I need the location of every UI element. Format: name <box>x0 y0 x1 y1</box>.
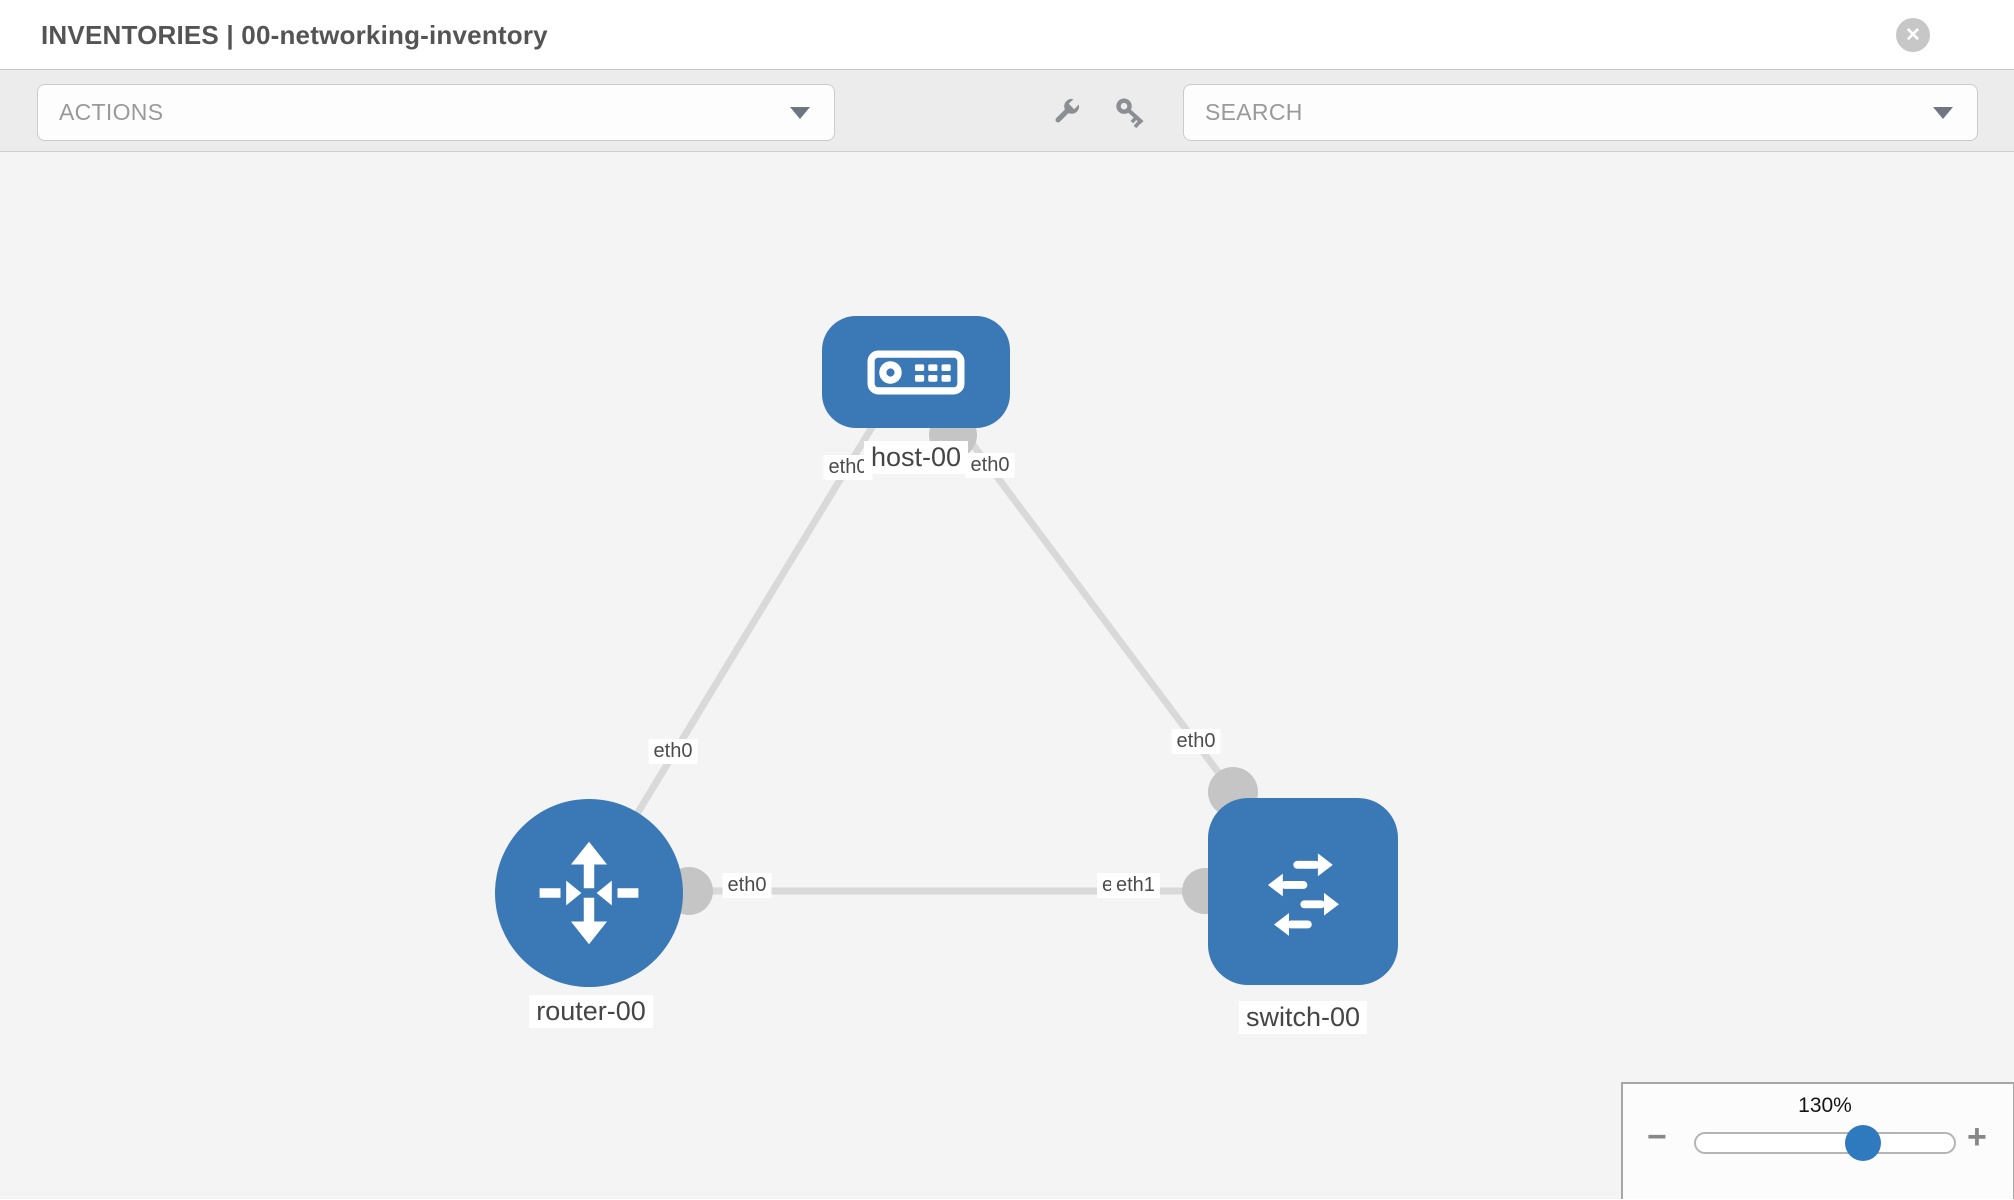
zoom-panel: 130% − + <box>1621 1082 2014 1199</box>
interface-label: eth1 <box>1111 873 1160 898</box>
header: INVENTORIES | 00-networking-inventory ✕ <box>0 0 2014 70</box>
topology-links-layer <box>586 411 1303 915</box>
actions-dropdown[interactable]: ACTIONS <box>37 84 835 141</box>
wrench-icon[interactable] <box>1049 95 1083 134</box>
zoom-slider-thumb[interactable] <box>1845 1125 1881 1161</box>
router-icon <box>539 841 639 945</box>
node-label-host: host-00 <box>863 441 969 475</box>
switch-icon <box>1267 852 1339 936</box>
close-icon: ✕ <box>1905 24 1921 46</box>
node-router-00[interactable] <box>495 799 683 987</box>
actions-dropdown-label: ACTIONS <box>59 99 164 125</box>
search-dropdown-label: SEARCH <box>1205 99 1303 125</box>
node-switch-00[interactable] <box>1208 798 1398 985</box>
node-label-router: router-00 <box>529 995 653 1029</box>
zoom-in-button[interactable]: + <box>1967 1118 1987 1156</box>
wrench-icon-glyph <box>1055 96 1082 123</box>
interface-label: eth0 <box>648 739 698 764</box>
zoom-slider-track[interactable] <box>1694 1132 1956 1154</box>
search-dropdown[interactable]: SEARCH <box>1183 84 1978 141</box>
host-icon <box>867 350 965 394</box>
chevron-down-icon <box>1933 106 1953 119</box>
topology-canvas[interactable]: eth0 eth0 eth0 eth0 eth0 eth0 eth1 host-… <box>0 152 2014 1199</box>
interface-label: eth0 <box>965 453 1015 478</box>
toolbar: ACTIONS SEARC <box>0 70 2014 152</box>
key-icon[interactable] <box>1112 95 1148 136</box>
close-button[interactable]: ✕ <box>1896 18 1930 52</box>
key-icon-glyph <box>1116 98 1144 129</box>
node-label-switch: switch-00 <box>1238 1001 1368 1035</box>
zoom-level-label: 130% <box>1798 1094 1852 1117</box>
interface-label: eth0 <box>722 873 772 898</box>
zoom-out-button[interactable]: − <box>1647 1118 1667 1156</box>
page-title: INVENTORIES | 00-networking-inventory <box>41 20 548 50</box>
interface-label: eth0 <box>1171 729 1221 754</box>
node-host-00[interactable] <box>822 316 1010 428</box>
chevron-down-icon <box>790 106 810 119</box>
